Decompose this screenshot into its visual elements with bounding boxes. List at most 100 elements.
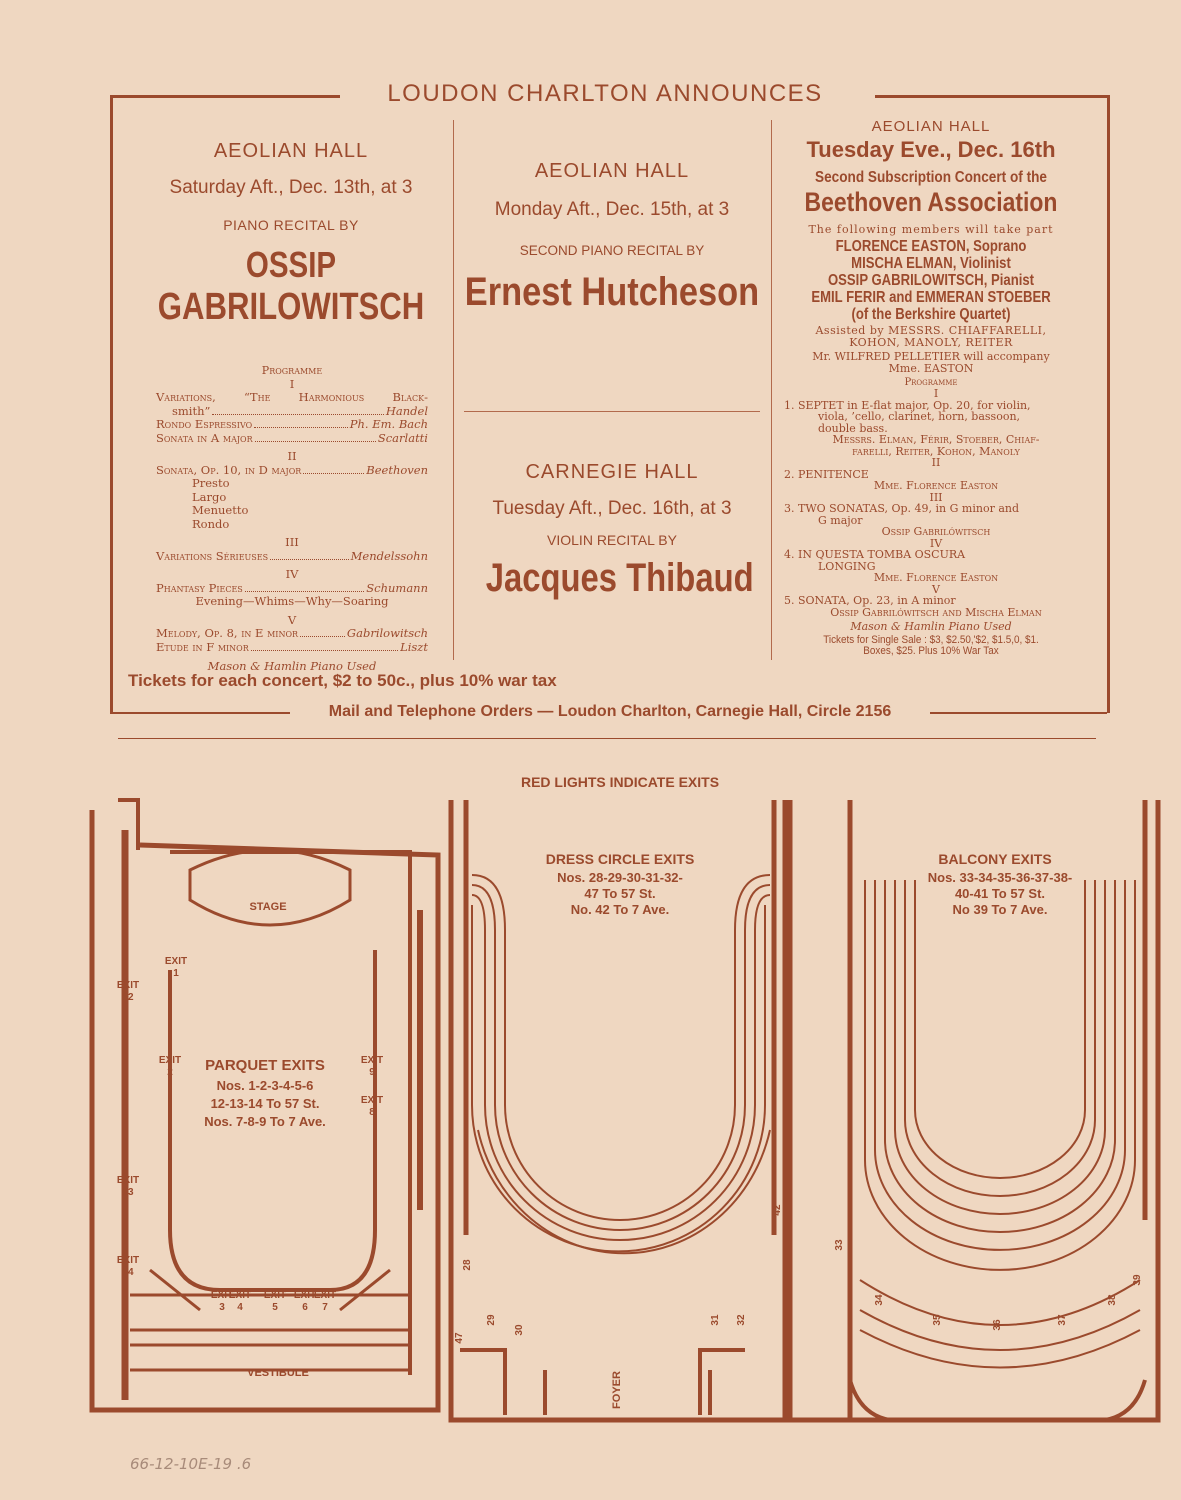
exit-number: 14	[122, 1267, 134, 1278]
exit-number: 9	[369, 1067, 375, 1078]
exit-number: 8	[369, 1107, 375, 1118]
piece-title: Variations, “The Harmonious Black-	[156, 390, 428, 404]
parquet-title: PARQUET EXITS	[205, 1057, 325, 1074]
concert-date: Tuesday Eve., Dec. 16th	[806, 137, 1056, 162]
association-name: Beethoven Association	[804, 187, 1058, 217]
exit-number: 32	[736, 1314, 747, 1326]
exit-number: 5	[272, 1302, 278, 1313]
programme-line: 1. SEPTET in E-flat major, Op. 20, for v…	[784, 398, 1031, 412]
mail-orders: Mail and Telephone Orders — Loudon Charl…	[328, 703, 892, 720]
foyer-label: FOYER	[611, 1371, 623, 1409]
exit-number: 13	[122, 1187, 134, 1198]
exit-number: 39	[1132, 1274, 1143, 1286]
dot-leader	[300, 636, 345, 637]
performers: Ossip Gabrilówitsch	[881, 525, 991, 538]
performers: farelli, Reiter, Kohon, Manoly	[852, 444, 1020, 458]
programme-item: smith”Handel	[156, 403, 428, 419]
programme-heading: Programme	[904, 377, 958, 388]
exit-label: EXIT	[314, 1290, 336, 1301]
piece-title: Phantasy Pieces	[156, 580, 243, 595]
parquet-plan	[89, 798, 441, 1413]
exit-label: EXIT	[229, 1290, 251, 1301]
exit-number: 4	[237, 1302, 243, 1313]
member-name: MISCHA ELMAN, Violinist	[851, 255, 1011, 272]
exit-number: 2	[167, 1067, 173, 1078]
exit-number: 34	[874, 1294, 885, 1306]
balcony-plan	[787, 800, 1161, 1423]
stage-label: STAGE	[249, 901, 286, 913]
exit-label: EXIT	[117, 1255, 139, 1266]
middle-concert-2: CARNEGIE HALL Tuesday Aft., Dec. 16th, a…	[458, 461, 766, 601]
programme-item: Phantasy Pieces Schumann	[156, 580, 428, 596]
assisted-line: Assisted by MESSRS. CHIAFFARELLI,	[815, 324, 1047, 337]
accompany-line: Mme. EASTON	[888, 362, 974, 375]
dress-circle-title: DRESS CIRCLE EXITS	[546, 851, 695, 867]
performers: Ossip Gabrilówitsch and Mischa Elman	[830, 605, 1042, 619]
piece-title-cont: smith”	[172, 403, 211, 418]
frame-top-rule-right	[875, 95, 1107, 98]
section-numeral: IV	[929, 536, 943, 550]
movement: Presto	[192, 476, 230, 490]
exit-number: 28	[462, 1259, 473, 1271]
hall-name: AEOLIAN HALL	[213, 140, 369, 162]
member-name: (of the Berkshire Quartet)	[851, 306, 1011, 323]
vestibule-label: VESTIBULE	[247, 1367, 309, 1379]
section-numeral: I	[933, 387, 939, 400]
member-name: FLORENCE EASTON, Soprano	[835, 238, 1027, 255]
movement: Largo	[192, 489, 227, 504]
ticket-line: Tickets for Single Sale : $3, $2.50,'$2,…	[823, 634, 1039, 646]
section-numeral: II	[931, 456, 941, 469]
exit-number: 38	[1107, 1294, 1118, 1306]
balcony-exit-line: No 39 To 7 Ave.	[953, 902, 1048, 917]
tickets-note: Tickets for each concert, $2 to 50c., pl…	[128, 671, 557, 690]
exit-label: EXIT	[211, 1290, 233, 1301]
hall-name: AEOLIAN HALL	[534, 160, 690, 182]
exit-number: 30	[514, 1324, 525, 1336]
exit-number: 35	[932, 1314, 943, 1326]
right-concert: AEOLIAN HALL Tuesday Eve., Dec. 16th Sec…	[776, 118, 1086, 657]
section-divider	[118, 738, 1096, 739]
composer: Mendelssohn	[350, 548, 428, 563]
announcement-frame	[110, 95, 1110, 713]
left-concert: AEOLIAN HALL Saturday Aft., Dec. 13th, a…	[140, 140, 442, 329]
dress-circle-exit-line: No. 42 To 7 Ave.	[571, 902, 670, 917]
programme-heading: Programme	[261, 364, 323, 377]
movement: Rondo	[192, 516, 230, 531]
dress-circle-exit-line: Nos. 28-29-30-31-32-	[557, 870, 683, 885]
artist-name: Jacques Thibaud	[485, 556, 754, 600]
plans-heading: RED LIGHTS INDICATE EXITS	[520, 774, 720, 790]
exit-label: EXIT	[159, 1055, 181, 1066]
piece-subtitle: Evening—Whims—Why—Soaring	[195, 594, 389, 608]
exit-number: 3	[219, 1302, 225, 1313]
exit-label: EXIT	[294, 1290, 316, 1301]
section-numeral: III	[929, 490, 943, 504]
exit-number: 33	[834, 1239, 845, 1251]
handwritten-note: 66-12-10E-19 .6	[130, 1455, 252, 1473]
dot-leader	[270, 558, 349, 560]
exit-number: 6	[302, 1302, 308, 1313]
artist-first-name: OSSIP	[245, 244, 337, 285]
composer: Schumann	[366, 580, 428, 595]
member-name: OSSIP GABRILOWITSCH, Pianist	[827, 272, 1035, 289]
exit-number: 29	[486, 1314, 497, 1326]
accompany-line: Mr. WILFRED PELLETIER will accompany	[812, 350, 1050, 363]
exit-number: 1	[173, 968, 179, 979]
balcony-exit-line: 40-41 To 57 St.	[955, 886, 1045, 901]
performers: Messrs. Elman, Férir, Stoeber, Chiaf-	[832, 433, 1040, 446]
column-divider	[771, 120, 772, 660]
balcony-exit-line: Nos. 33-34-35-36-37-38-	[928, 870, 1073, 885]
concert-subtitle: Second Subscription Concert of the	[815, 169, 1047, 186]
recital-kind: SECOND PIANO RECITAL BY	[519, 243, 705, 258]
exit-label: EXIT	[165, 956, 187, 967]
programme-line: G major	[818, 513, 863, 527]
assisted-by: Assisted by MESSRS. CHIAFFARELLI,KOHON, …	[776, 325, 1086, 349]
programme-line: 4. IN QUESTA TOMBA OSCURA	[784, 548, 966, 561]
exit-label: EXIT	[264, 1290, 286, 1301]
member-name: EMIL FERIR and EMMERAN STOEBER	[811, 289, 1051, 306]
